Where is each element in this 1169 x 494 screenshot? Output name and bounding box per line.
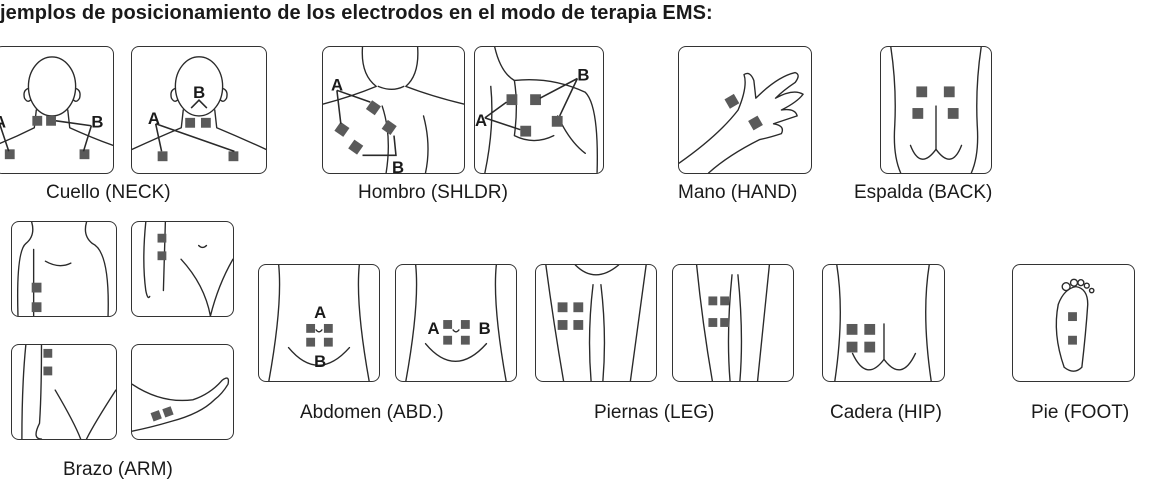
page-title: jemplos de posicionamiento de los electr…	[0, 2, 713, 24]
caption-back: Espalda (BACK)	[854, 182, 993, 203]
label-a: A	[148, 109, 160, 128]
label-b: B	[91, 113, 103, 132]
caption-hip: Cadera (HIP)	[830, 402, 942, 423]
arm-diagram-1	[11, 221, 117, 317]
caption-shoulder: Hombro (SHLDR)	[358, 182, 508, 203]
legs-diagram-1	[535, 264, 657, 382]
hand-diagram	[678, 46, 812, 174]
legs-diagram-2	[672, 264, 794, 382]
label-a: A	[0, 113, 6, 132]
label-b: B	[392, 158, 404, 173]
label-b: B	[479, 319, 491, 338]
abdomen-diagram-2: A B	[395, 264, 517, 382]
arm-diagram-2	[131, 221, 234, 317]
label-a: A	[331, 75, 343, 94]
shoulder-diagram-1: A B	[322, 46, 465, 174]
caption-foot: Pie (FOOT)	[1031, 402, 1130, 423]
foot-diagram	[1012, 264, 1135, 382]
label-a: A	[314, 303, 326, 322]
neck-diagram-2: B A	[131, 46, 267, 174]
label-b: B	[314, 352, 326, 371]
label-a: A	[427, 319, 439, 338]
caption-neck: Cuello (NECK)	[46, 182, 171, 203]
caption-hand: Mano (HAND)	[678, 182, 798, 203]
label-b: B	[577, 65, 589, 84]
arm-diagram-3	[11, 344, 117, 440]
caption-abdomen: Abdomen (ABD.)	[300, 402, 444, 423]
abdomen-diagram-1: A B	[258, 264, 380, 382]
hip-diagram	[822, 264, 945, 382]
shoulder-diagram-2: A B	[474, 46, 604, 174]
back-diagram	[880, 46, 992, 174]
label-b: B	[193, 83, 205, 102]
neck-diagram-1: A B	[0, 46, 114, 174]
caption-legs: Piernas (LEG)	[594, 402, 715, 423]
arm-diagram-4	[131, 344, 234, 440]
label-a: A	[475, 111, 487, 130]
caption-arm: Brazo (ARM)	[63, 459, 173, 480]
